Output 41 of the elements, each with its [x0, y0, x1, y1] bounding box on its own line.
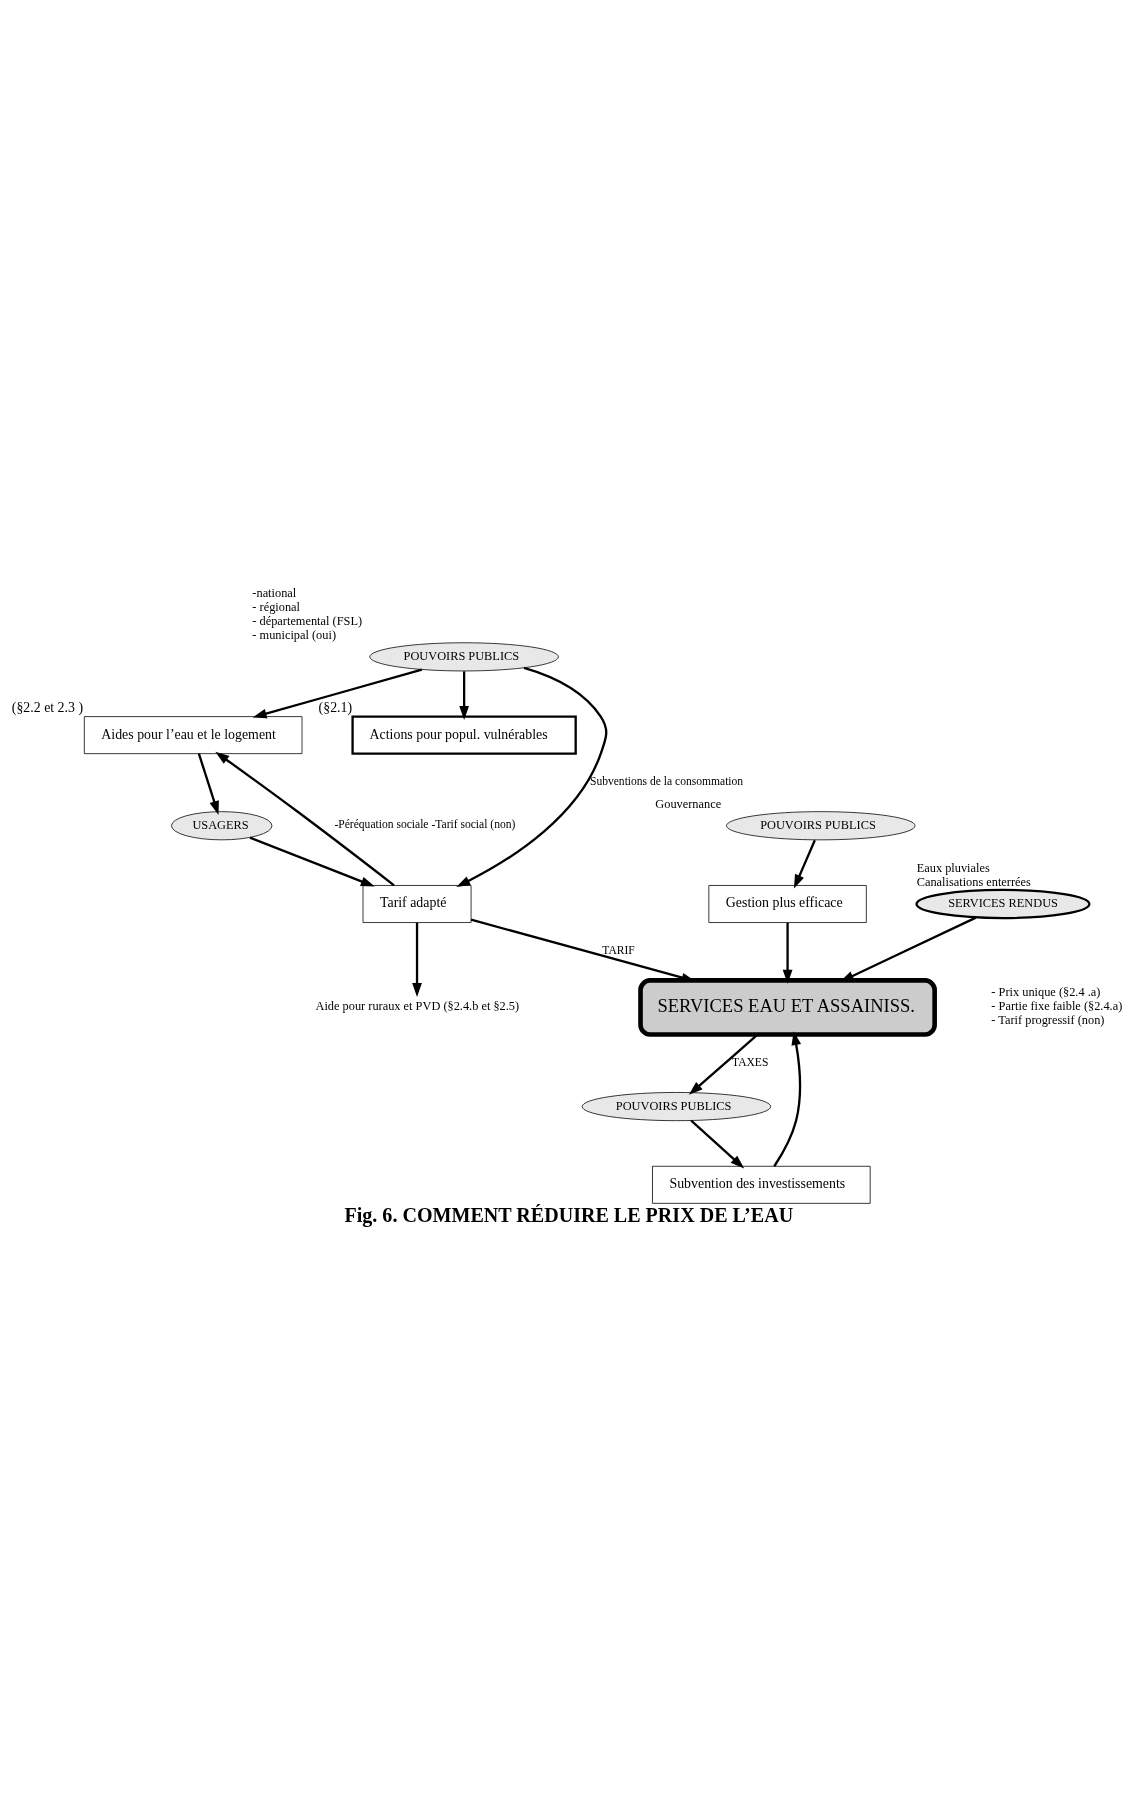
node-label: - départemental (FSL) — [252, 613, 363, 628]
node-label: - municipal (oui) — [252, 627, 336, 642]
caption: Fig. 6. COMMENT RÉDUIRE LE PRIX DE L’EAU — [344, 1203, 794, 1226]
arrow — [773, 1031, 802, 1167]
node-box: Actions pour popul. vulnérables — [351, 715, 577, 755]
arrow — [249, 836, 375, 887]
node-label: Gouvernance — [655, 796, 722, 811]
node-box: Subvention des investissements — [652, 1165, 871, 1204]
node-label: (§2.1) — [318, 700, 353, 716]
arrow — [412, 922, 422, 997]
node-label: -national — [252, 585, 297, 600]
node-label: - régional — [252, 599, 300, 614]
arrow — [782, 922, 793, 984]
node-label: (§2.2 et 2.3 ) — [11, 700, 84, 716]
label: - Prix unique (§2.4 .a) — [991, 985, 1101, 1000]
node-ellipse: POUVOIRS PUBLICS — [726, 811, 916, 841]
arrow — [456, 666, 608, 887]
node-ellipse: SERVICES RENDUS — [915, 888, 1091, 920]
arrow — [215, 751, 395, 887]
node-box: Gestion plus efficace — [708, 885, 867, 923]
node-ellipse: USAGERS — [171, 811, 273, 841]
edge-label: TAXES — [732, 1056, 769, 1070]
node-box: Aides pour l’eau et le logement — [83, 716, 303, 755]
edge-label: Subventions de la consommation — [589, 775, 744, 789]
label: - Tarif progressif (non) — [991, 1013, 1105, 1028]
node-label: Canalisations enterrées — [916, 874, 1031, 889]
arrow — [197, 753, 219, 815]
arrow — [459, 671, 469, 720]
node-ellipse: POUVOIRS PUBLICS — [369, 642, 559, 672]
edge-label: TARIF — [602, 944, 635, 958]
arrow — [688, 1033, 759, 1095]
node-label: Eaux pluviales — [916, 860, 990, 875]
arrow — [252, 668, 423, 719]
node-box: SERVICES EAU ET ASSAINISS. — [638, 978, 937, 1037]
node-ellipse: POUVOIRS PUBLICS — [581, 1092, 772, 1122]
label: - Partie fixe faible (§2.4.a) — [991, 999, 1123, 1014]
node-text: Aide pour ruraux et PVD (§2.4.b et §2.5) — [315, 999, 520, 1014]
edge-label: -Péréquation sociale -Tarif social (non) — [334, 818, 516, 832]
arrow — [690, 1119, 745, 1169]
arrow — [793, 839, 816, 889]
node-box: Tarif adapté — [362, 885, 472, 923]
